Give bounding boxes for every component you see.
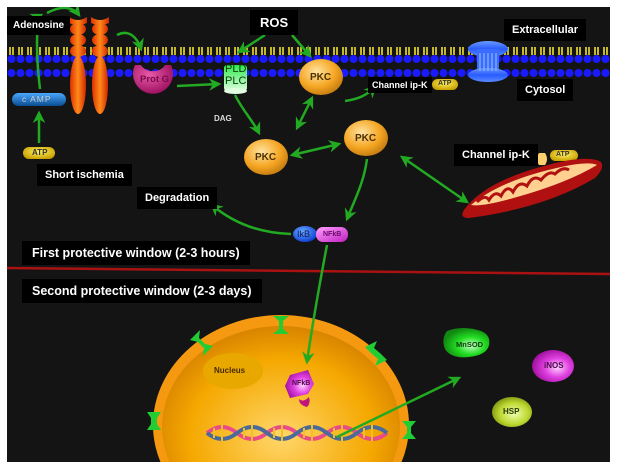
atp-membrane-shape xyxy=(432,79,458,90)
mitochondrion xyxy=(462,153,603,218)
pathway-arrows xyxy=(29,7,470,439)
atp-mito-label: ATP xyxy=(556,151,570,158)
channel-ipk-membrane-label: Channel ip-K xyxy=(368,77,432,93)
arrow-pkc-to-ikb xyxy=(344,158,369,222)
cytosol-label: Cytosol xyxy=(517,79,574,101)
hsp-label: HSP xyxy=(503,407,520,416)
mnsod-label: MnSOD xyxy=(456,340,484,349)
diagram-canvas: Adenosine ROS Extracellular Cytosol Chan… xyxy=(7,7,610,462)
window-divider-line xyxy=(7,266,610,276)
atp-mito-shape xyxy=(550,150,578,161)
ros-label: ROS xyxy=(250,10,299,35)
pld-plc-shape xyxy=(224,65,247,94)
camp-label: c AMP xyxy=(22,94,52,104)
nfkb-nucleus-label: NFkB xyxy=(292,380,311,387)
nfkb-cytosol-label: NFkB xyxy=(323,231,342,238)
camp-shape xyxy=(12,93,66,106)
pkc-left-shape xyxy=(244,139,288,175)
prot-g-shape xyxy=(133,65,173,94)
first-window-label: First protective window (2-3 hours) xyxy=(22,241,250,265)
dna-helix xyxy=(205,425,389,441)
nfkb-nucleus-shape xyxy=(285,370,314,398)
nuclear-pores xyxy=(147,316,416,439)
diagram-graphics xyxy=(7,7,610,462)
arrow-ros-to-pld xyxy=(236,33,266,54)
arrow-adenosine-to-receptor xyxy=(46,7,81,17)
pkc-membrane-shape xyxy=(299,59,343,95)
nucleus-label: Nucleus xyxy=(214,366,246,375)
arrow-pld-to-pkc xyxy=(233,94,261,136)
mnsod-shape xyxy=(443,328,490,358)
pkc-right-shape xyxy=(344,120,388,156)
atp-left-shape xyxy=(23,147,55,159)
atp-membrane-label: ATP xyxy=(438,80,452,87)
pld-label: PLD xyxy=(225,63,247,75)
membrane-ion-channel xyxy=(468,41,508,82)
nfkb-fragment-shape xyxy=(299,397,310,407)
ikb-shape xyxy=(293,226,317,242)
plc-label: PLC xyxy=(225,75,247,87)
arrow-receptor-to-protg xyxy=(116,31,144,52)
prot-g-label: Prot G xyxy=(140,74,170,85)
arrow-dna-to-products xyxy=(336,376,462,439)
degradation-label: Degradation xyxy=(137,187,218,209)
second-window-label: Second protective window (2-3 days) xyxy=(22,279,262,303)
inos-label: iNOS xyxy=(544,361,564,370)
atp-left-label: ATP xyxy=(32,148,48,157)
channel-ipk-mito-label: Channel ip-K xyxy=(454,144,538,166)
arrow-ros-to-pkc xyxy=(291,34,312,58)
pkc-membrane-label: PKC xyxy=(310,72,332,83)
ikb-label: IkB xyxy=(297,229,311,239)
nfkb-cytosol-shape xyxy=(316,227,348,242)
pkc-left-label: PKC xyxy=(255,152,277,163)
hsp-shape xyxy=(492,397,532,427)
arrow-pkc-left-pkc-right xyxy=(289,140,342,159)
arrow-pkc-membrane-pkc-left xyxy=(295,95,314,131)
short-ischemia-label: Short ischemia xyxy=(37,164,132,186)
pkc-right-label: PKC xyxy=(355,133,377,144)
inos-shape xyxy=(532,350,574,382)
arrow-pkc-right-mitochondria xyxy=(399,155,470,204)
arrow-nfkb-to-nucleus xyxy=(302,244,329,365)
adenosine-receptor xyxy=(69,17,109,114)
adenosine-label: Adenosine xyxy=(7,16,71,35)
arrow-protg-to-pld xyxy=(176,78,222,91)
dag-label: DAG xyxy=(214,114,232,123)
arrow-ikb-to-degradation xyxy=(210,203,292,236)
extracellular-label: Extracellular xyxy=(504,19,587,41)
nucleus-body xyxy=(203,353,263,389)
